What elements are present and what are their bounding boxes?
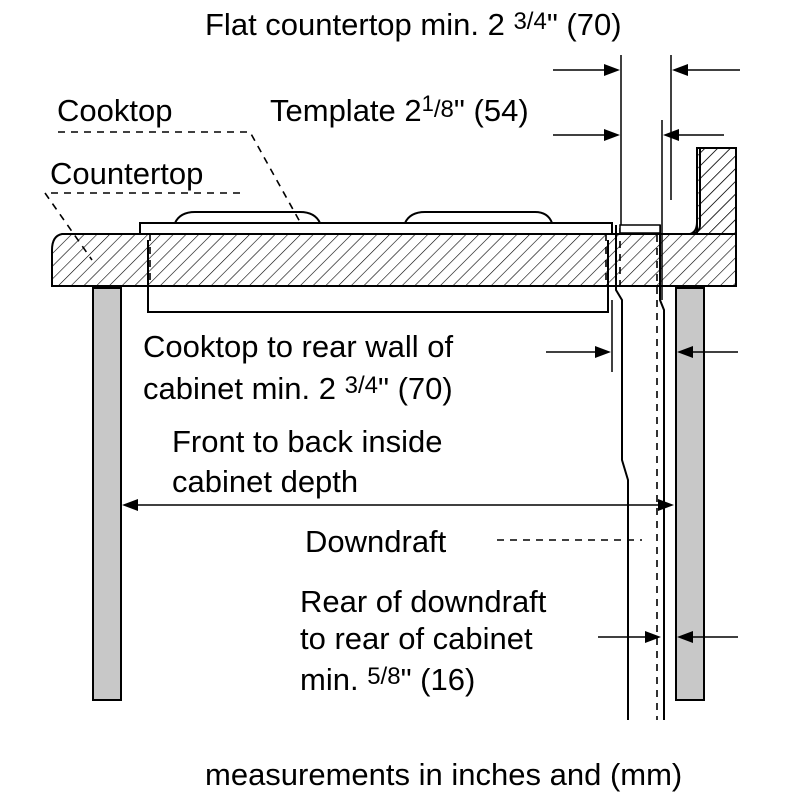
burner-right [404,211,553,224]
flat-ct-arrow-left-head [604,64,620,76]
depth-arrow-left-head [122,499,138,511]
cooktop-glass [139,222,613,235]
downdraft-top-dash [619,228,661,286]
flat-ct-arrow-right-head [672,64,688,76]
rear-downdraft-line2: to rear of cabinet [300,621,533,656]
burner-left [174,211,321,224]
cooktop-label: Cooktop [57,93,172,128]
cooktop-rear-line2: cabinet min. 2 3/4" (70) [143,371,453,406]
countertop-label: Countertop [50,156,203,191]
backsplash-block [696,147,737,235]
rear-dd-arrow-left-head [645,631,661,643]
front-back-line1: Front to back inside [172,424,443,459]
template-label: Template 21/8" (54) [270,91,529,128]
depth-arrow-right-head [658,499,674,511]
footer-note: measurements in inches and (mm) [205,757,682,792]
cooktop-leader [58,131,301,223]
template-arrow-left-head [604,129,620,141]
countertop-leader [43,192,240,261]
cooktop-body-outline [147,240,609,313]
flat-countertop-label: Flat countertop min. 2 3/4" (70) [205,7,622,42]
cooktop-rear-arrow-left-head [595,346,611,358]
cabinet-left-side [92,287,122,701]
downdraft-vent [619,224,661,234]
rear-downdraft-line3: min. 5/8" (16) [300,662,475,697]
rear-downdraft-line1: Rear of downdraft [300,584,547,619]
cooktop-rear-line1: Cooktop to rear wall of [143,329,454,364]
cooktop-rear-arrow-right-head [677,346,693,358]
front-back-line2: cabinet depth [172,464,358,499]
template-arrow-right-head [663,129,679,141]
downdraft-label: Downdraft [305,524,447,559]
rear-dd-arrow-right-head [677,631,693,643]
